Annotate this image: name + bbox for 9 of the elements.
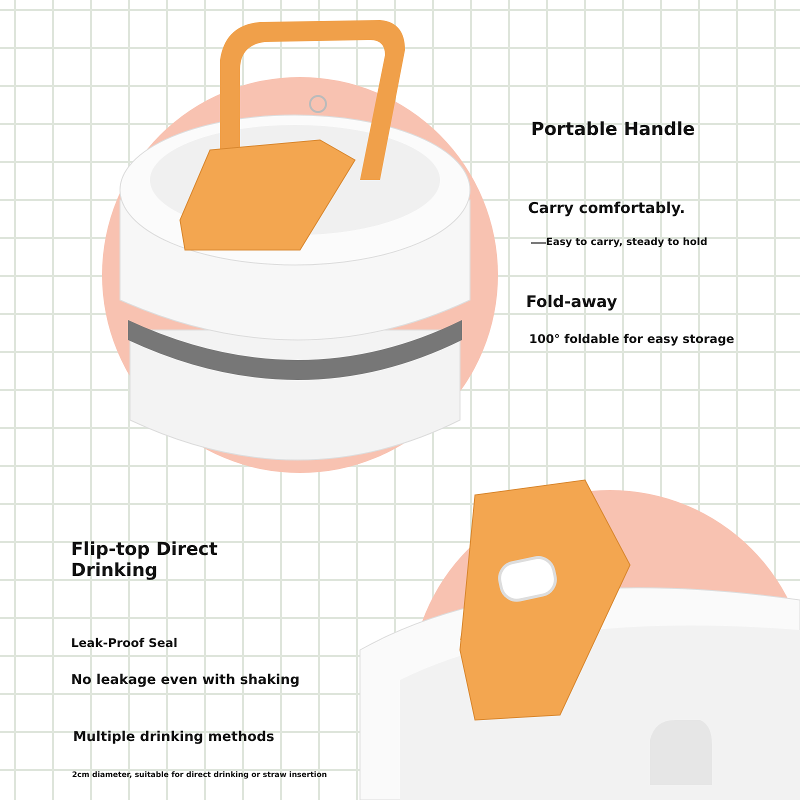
heading: Flip-top Direct Drinking xyxy=(71,539,219,581)
heading: Portable Handle xyxy=(531,119,696,140)
subheading: Multiple drinking methods xyxy=(73,729,274,745)
description-text: 100° foldable for easy storage xyxy=(529,332,734,346)
description-text: Easy to carry, steady to hold xyxy=(546,237,708,248)
description-text: No leakage even with shaking xyxy=(71,672,300,688)
subheading: Leak-Proof Seal xyxy=(71,636,178,650)
subheading: Carry comfortably. xyxy=(528,199,686,217)
subheading: Fold-away xyxy=(526,292,618,311)
